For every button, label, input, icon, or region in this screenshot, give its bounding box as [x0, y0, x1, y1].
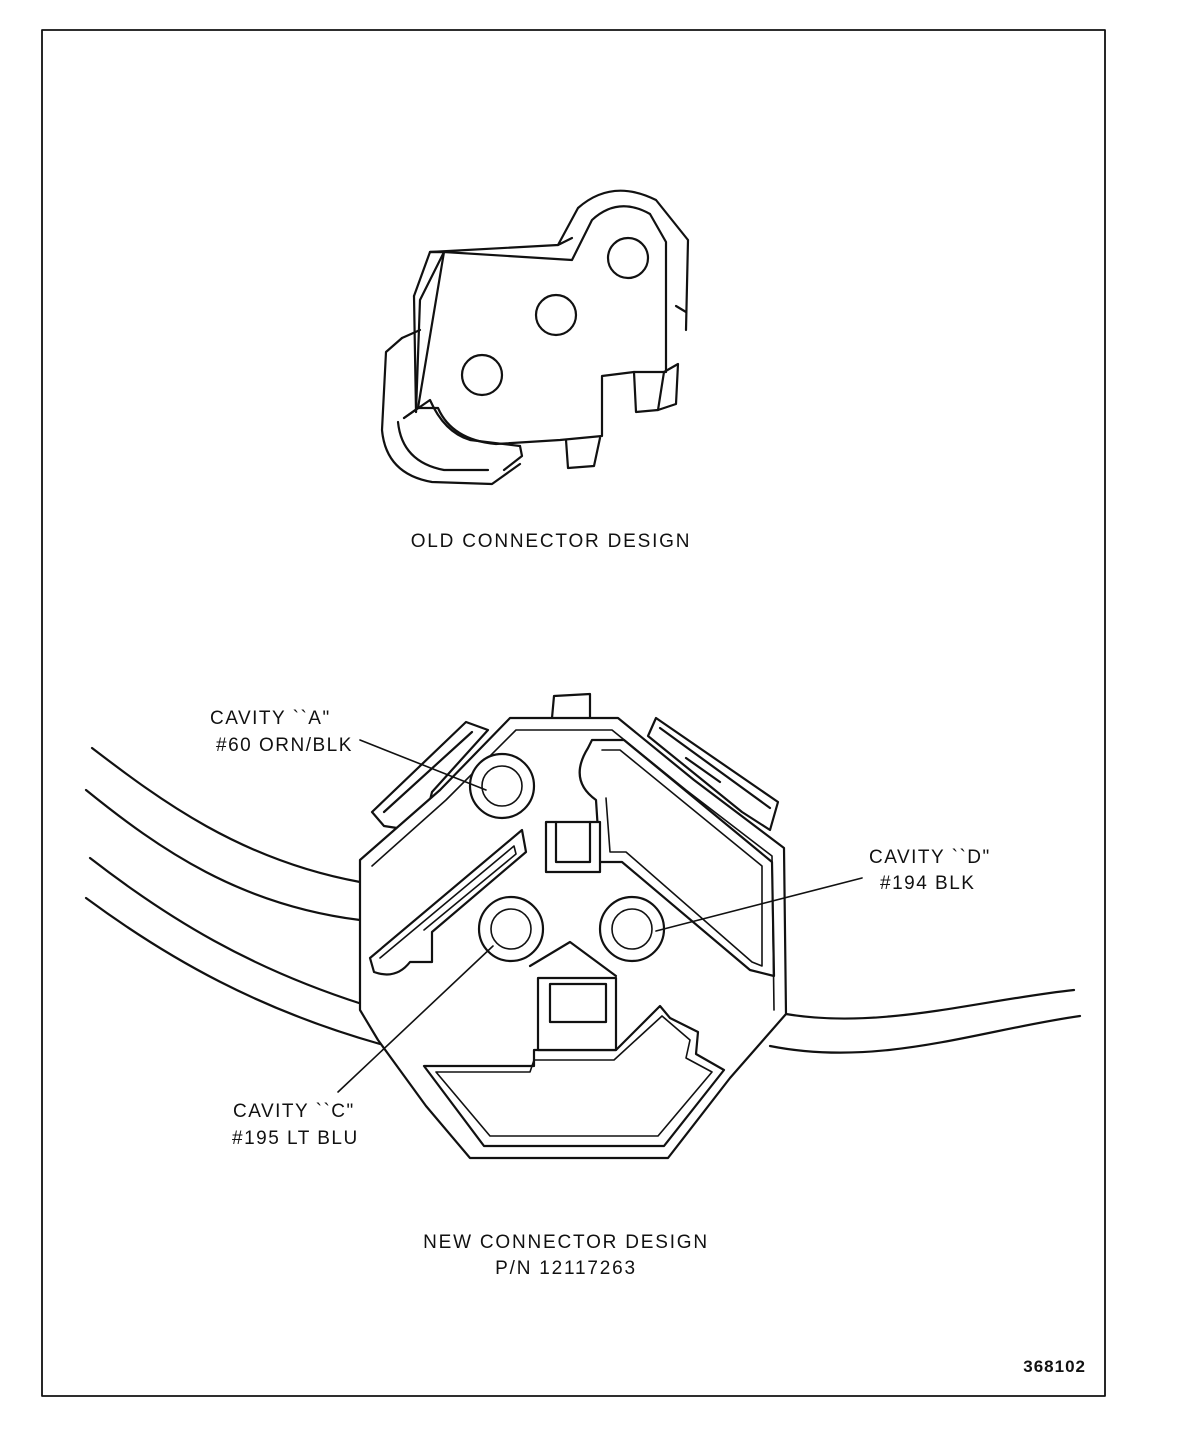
old-connector-drawing [380, 189, 690, 486]
leader-line-cavity-d [655, 877, 863, 932]
cavity-c-wire: #195 LT BLU [232, 1128, 359, 1149]
cavity-a-wire: #60 ORN/BLK [216, 735, 353, 756]
leader-line-cavity-c [337, 945, 494, 1093]
cavity-c-label: CAVITY ``C" [233, 1101, 355, 1122]
figure-number: 368102 [1023, 1357, 1086, 1376]
leader-line-cavity-a [359, 739, 487, 791]
cavity-d-label: CAVITY ``D" [869, 847, 991, 868]
cavity-a-label: CAVITY ``A" [210, 708, 331, 729]
old-connector-caption: OLD CONNECTOR DESIGN [411, 531, 692, 552]
page-border [41, 29, 1106, 1397]
new-connector-part-number: P/N 12117263 [495, 1258, 637, 1279]
cavity-d-wire: #194 BLK [880, 873, 975, 894]
new-connector-drawing [84, 692, 1082, 1160]
new-connector-caption: NEW CONNECTOR DESIGN [423, 1232, 709, 1253]
